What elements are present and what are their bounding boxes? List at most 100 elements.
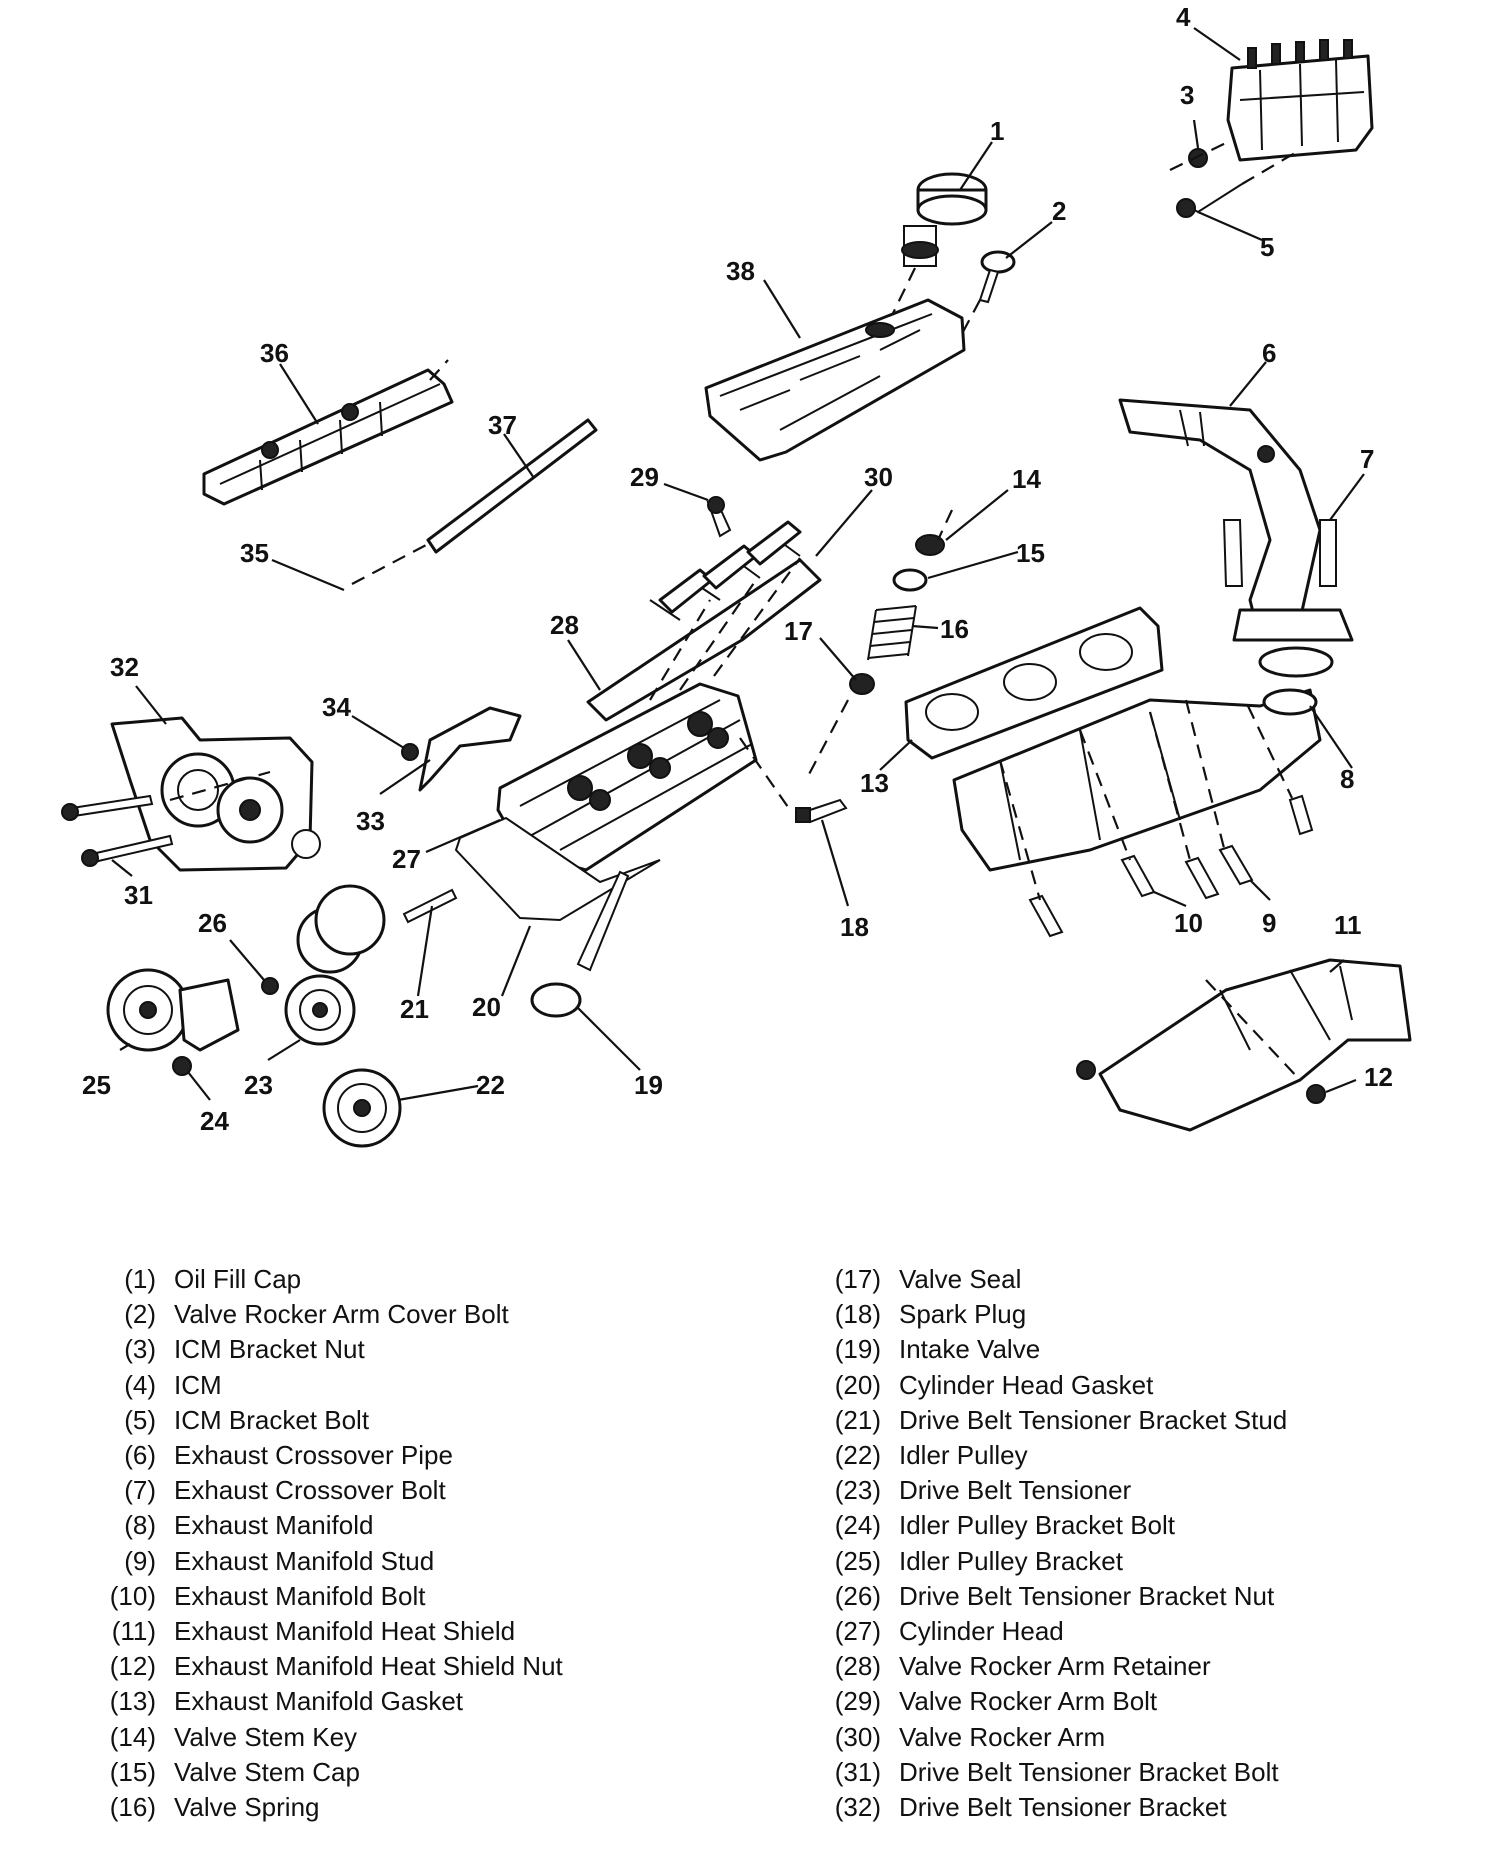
exhaust-crossover-bolt-part (1222, 519, 1337, 587)
idler-pulley-bracket-part (106, 968, 240, 1052)
legend-number: (13) (109, 1686, 156, 1717)
callout-numbers: 1 2 3 4 5 6 7 8 9 10 11 12 13 14 15 16 1… (82, 2, 1393, 1136)
callout-24: 24 (200, 1106, 229, 1136)
legend-item: (30)Valve Rocker Arm (815, 1719, 1287, 1754)
legend-number: (5) (124, 1404, 156, 1435)
legend-number: (2) (124, 1299, 156, 1330)
bracket-part (418, 706, 522, 792)
legend-number: (16) (109, 1791, 156, 1822)
callout-14: 14 (1012, 464, 1041, 494)
rocker-cover-bolt-part (978, 250, 1016, 304)
callout-8: 8 (1340, 764, 1354, 794)
callout-37: 37 (488, 410, 517, 440)
legend-label: Drive Belt Tensioner (899, 1475, 1132, 1506)
legend-label: Exhaust Manifold Heat Shield Nut (174, 1651, 563, 1682)
legend-item: (32) Drive Belt Tensioner Bracket (815, 1790, 1287, 1825)
legend-item: (4)ICM (80, 1368, 563, 1403)
valve-spring-part (867, 605, 917, 661)
legend-item: (10) Exhaust Manifold Bolt (80, 1579, 563, 1614)
legend-number: (1) (124, 1264, 156, 1295)
legend-column-right: (17)Valve Seal (18)Spark Plug (19)Intake… (815, 1262, 1288, 1825)
legend-label: Exhaust Manifold Stud (174, 1545, 435, 1576)
legend-label: Valve Stem Cap (174, 1756, 360, 1787)
legend-label: Intake Valve (899, 1334, 1041, 1365)
tensioner-bracket-nut-part (261, 977, 279, 995)
idler-bracket-bolt-part (172, 1056, 192, 1076)
exhaust-crossover-pipe-part (1118, 398, 1354, 678)
legend-label: Valve Rocker Arm Bolt (899, 1686, 1158, 1717)
bracket-nut-part (401, 743, 419, 761)
exhaust-manifold-gasket-part (904, 606, 1164, 760)
tensioner-bracket-bolt-part (61, 794, 174, 867)
valve-stem-key-part (915, 534, 945, 556)
legend-number: (10) (109, 1580, 156, 1611)
callout-23: 23 (244, 1070, 273, 1100)
legend-number: (22) (834, 1440, 881, 1471)
legend-number: (32) (834, 1791, 881, 1822)
legend-label: Valve Stem Key (174, 1721, 358, 1752)
legend-item: (15) Valve Stem Cap (80, 1755, 563, 1790)
cylinder-head-part (496, 682, 758, 872)
legend-label: Valve Rocker Arm Cover Bolt (174, 1299, 509, 1330)
legend-label: ICM Bracket Nut (174, 1334, 365, 1365)
callout-35: 35 (240, 538, 269, 568)
legend-number: (27) (834, 1615, 881, 1646)
callout-29: 29 (630, 462, 659, 492)
legend-label: Exhaust Manifold (174, 1510, 374, 1541)
legend-item: (31) Drive Belt Tensioner Bracket Bolt (815, 1755, 1287, 1790)
callout-22: 22 (476, 1070, 505, 1100)
legend-label: Drive Belt Tensioner Bracket Bolt (899, 1756, 1279, 1787)
callout-5: 5 (1260, 232, 1274, 262)
legend-item: (5)ICM Bracket Bolt (80, 1403, 563, 1438)
legend-number: (14) (109, 1721, 156, 1752)
legend-number: (12) (109, 1651, 156, 1682)
legend-item: (17)Valve Seal (815, 1262, 1287, 1297)
legend-number: (15) (109, 1756, 156, 1787)
rocker-retainer-rail-part (202, 368, 454, 506)
legend-label: Idler Pulley Bracket (899, 1545, 1123, 1576)
callout-30: 30 (864, 462, 893, 492)
legend-label: Valve Rocker Arm Retainer (899, 1651, 1211, 1682)
legend-item: (26)Drive Belt Tensioner Bracket Nut (815, 1579, 1287, 1614)
legend-number: (7) (124, 1475, 156, 1506)
legend-label: Drive Belt Tensioner Bracket (899, 1791, 1227, 1822)
valve-rocker-cover-part (704, 298, 966, 462)
callout-7: 7 (1360, 444, 1374, 474)
parts-legend: (1)Oil Fill Cap (2)Valve Rocker Arm Cove… (80, 1262, 1480, 1822)
oil-fill-cap-part (901, 172, 988, 267)
callout-12: 12 (1364, 1062, 1393, 1092)
callout-17: 17 (784, 616, 813, 646)
legend-label: Exhaust Manifold Gasket (174, 1686, 464, 1717)
callout-31: 31 (124, 880, 153, 910)
legend-item: (6)Exhaust Crossover Pipe (80, 1438, 563, 1473)
legend-label: Drive Belt Tensioner Bracket Stud (899, 1404, 1288, 1435)
callout-18: 18 (840, 912, 869, 942)
rocker-arm-assembly-part (586, 496, 822, 722)
exhaust-manifold-part (952, 688, 1322, 872)
legend-label: Valve Spring (174, 1791, 320, 1822)
legend-item: (2) Valve Rocker Arm Cover Bolt (80, 1297, 563, 1332)
exploded-parts-diagram: 1 2 3 4 5 6 7 8 9 10 11 12 13 14 15 16 1… (61, 2, 1412, 1148)
legend-item: (24)Idler Pulley Bracket Bolt (815, 1508, 1287, 1543)
legend-label: Exhaust Manifold Bolt (174, 1580, 426, 1611)
callout-21: 21 (400, 994, 429, 1024)
legend-item: (21)Drive Belt Tensioner Bracket Stud (815, 1403, 1288, 1438)
icm-part (1226, 39, 1374, 162)
legend-number: (4) (124, 1369, 156, 1400)
callout-1: 1 (990, 116, 1004, 146)
legend-label: Exhaust Crossover Pipe (174, 1440, 453, 1471)
legend-item: (29)Valve Rocker Arm Bolt (815, 1684, 1287, 1719)
legend-item: (20)Cylinder Head Gasket (815, 1368, 1287, 1403)
legend-number: (31) (834, 1756, 881, 1787)
legend-number: (20) (834, 1369, 881, 1400)
legend-number: (3) (124, 1334, 156, 1365)
legend-label: Idler Pulley Bracket Bolt (899, 1510, 1176, 1541)
legend-number: (17) (834, 1264, 881, 1295)
callout-11: 11 (1334, 910, 1362, 940)
spark-plug-part (795, 798, 848, 824)
legend-item: (13) Exhaust Manifold Gasket (80, 1684, 563, 1719)
legend-item: (19)Intake Valve (815, 1332, 1287, 1367)
callout-16: 16 (940, 614, 969, 644)
legend-item: (25)Idler Pulley Bracket (815, 1544, 1287, 1579)
legend-number: (30) (834, 1721, 881, 1752)
